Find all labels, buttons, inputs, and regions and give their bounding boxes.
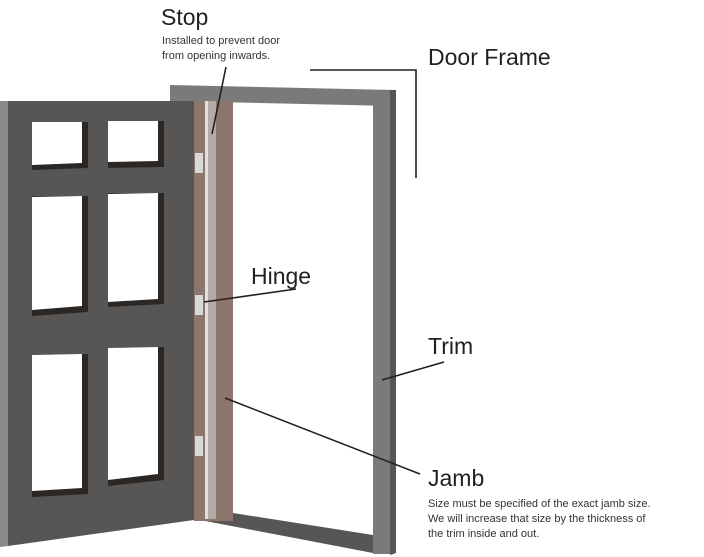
jamb-description-line: Size must be specified of the exact jamb…	[428, 498, 651, 510]
hinges	[195, 153, 203, 456]
panel	[108, 347, 158, 480]
panel	[32, 122, 82, 165]
stop	[205, 101, 216, 519]
panel	[32, 354, 82, 491]
trim-label: Trim	[428, 333, 474, 359]
door-frame-label: Door Frame	[428, 44, 551, 70]
hinge-label: Hinge	[251, 263, 312, 289]
trim-side	[390, 90, 396, 555]
door-edge	[0, 101, 8, 547]
hinge-icon	[195, 436, 203, 456]
panel	[108, 193, 158, 302]
hinge-leader	[203, 288, 297, 303]
panel	[32, 196, 82, 310]
door-panels	[32, 121, 164, 497]
jamb-label: Jamb	[428, 465, 485, 491]
stop-leader	[211, 66, 227, 135]
stop-description: Installed to prevent door from opening i…	[162, 34, 280, 64]
frame-threshold	[200, 513, 373, 553]
stop-label: Stop	[161, 4, 209, 30]
jamb-leader	[224, 397, 421, 475]
frame-head	[170, 85, 396, 106]
panel	[108, 121, 158, 162]
jamb-description-line: the trim inside and out.	[428, 528, 540, 540]
trim-leader	[381, 361, 445, 381]
jamb-description: Size must be specified of the exact jamb…	[428, 497, 651, 542]
stop-edge	[205, 101, 208, 519]
door-frame-leader	[310, 69, 417, 178]
stop-description-line: from opening inwards.	[162, 50, 271, 62]
hinge-icon	[195, 153, 203, 173]
stop-description-line: Installed to prevent door	[162, 35, 281, 47]
hinge-icon	[195, 295, 203, 315]
trim	[373, 96, 391, 554]
jamb-description-line: We will increase that size by the thickn…	[428, 513, 646, 525]
